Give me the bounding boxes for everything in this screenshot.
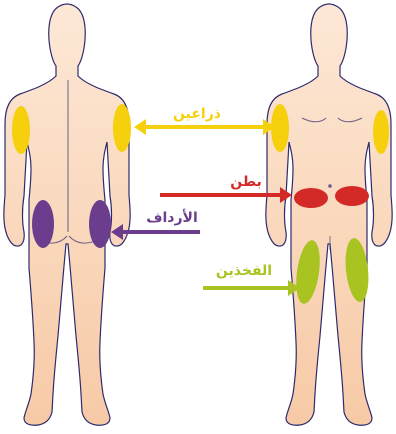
thighs-arrow xyxy=(203,280,300,296)
right-body-figure xyxy=(266,4,392,425)
left-body-figure xyxy=(4,4,130,425)
belly-label: بطن xyxy=(230,174,262,190)
thighs-label: الفخذين xyxy=(216,263,272,279)
buttock-zone-left xyxy=(32,200,54,248)
buttocks-label: الأرداف xyxy=(146,209,198,226)
right-arm-zone-left xyxy=(271,104,289,152)
right-arm-zone-right xyxy=(373,110,389,154)
belly-zone-right xyxy=(335,186,369,206)
left-arm-zone-right xyxy=(113,104,131,152)
arms-label: ذراعين xyxy=(173,106,221,122)
left-arm-zone-left xyxy=(12,106,30,154)
buttock-zone-right xyxy=(89,200,111,248)
belly-zone-left xyxy=(294,188,328,208)
